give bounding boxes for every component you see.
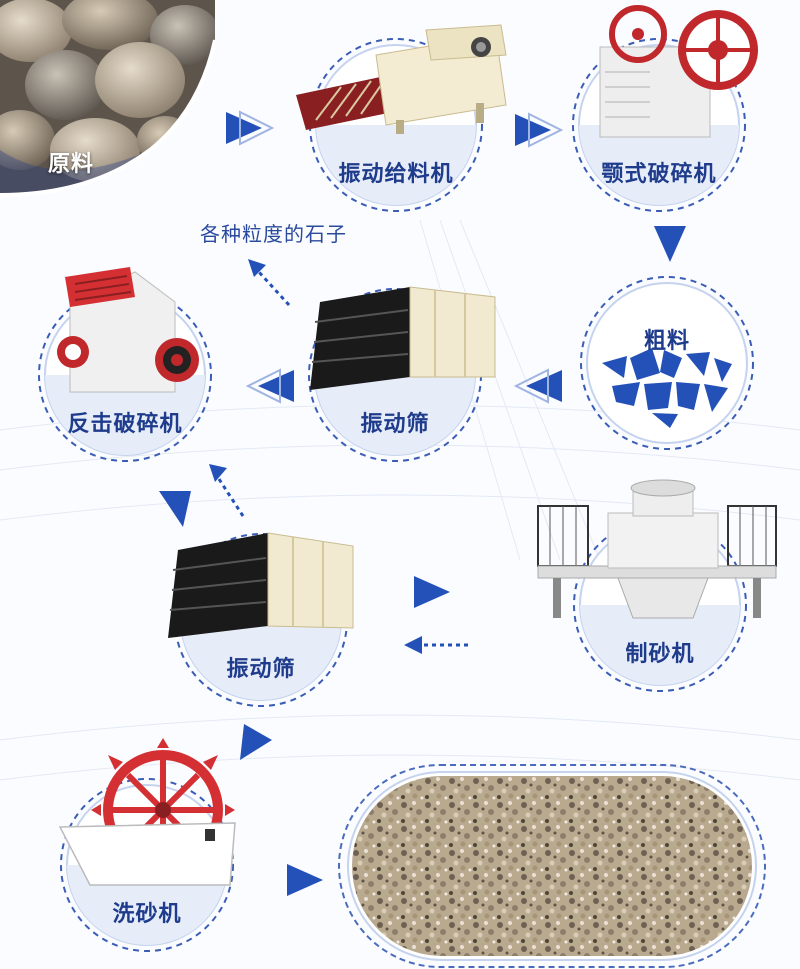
sand-product-outline — [338, 764, 766, 968]
dotted-arrow-icon — [404, 636, 468, 654]
stage-label: 颚式破碎机 — [601, 162, 717, 187]
triangle-arrow-icon — [654, 226, 686, 262]
rocks-image — [0, 0, 215, 197]
sand-maker-machine — [537, 479, 777, 619]
sand-texture — [352, 776, 752, 956]
raw-material-panel: 原料 — [0, 0, 215, 200]
triangle-arrow-icon — [287, 864, 323, 896]
stage-label: 反击破碎机 — [67, 412, 183, 437]
triangle-arrow-icon — [414, 576, 450, 608]
dotted-arrow-icon — [248, 259, 291, 307]
stage-label: 粗料 — [643, 329, 690, 354]
stone-sizes-note: 各种粒度的石子 — [200, 222, 347, 246]
triangle-arrow-icon — [240, 724, 272, 760]
sand-product-image — [352, 776, 752, 956]
triangle-arrow-icon — [159, 491, 191, 527]
impact-crusher-machine — [57, 267, 199, 393]
stage-label: 振动给料机 — [338, 162, 454, 187]
vibrating-screen-machine — [310, 286, 496, 390]
sand-washer-machine — [58, 738, 236, 886]
stage-label: 洗砂机 — [112, 902, 182, 927]
raw-material-label: 原料 — [48, 152, 95, 177]
vibrating-feeder-machine — [296, 24, 507, 134]
dotted-arrow-icon — [209, 464, 245, 517]
coarse-fragments-icon — [602, 348, 732, 428]
triangle-arrow-icon — [513, 368, 562, 404]
triangle-arrow-icon — [245, 368, 294, 404]
stage-coarse-material: 粗料 — [580, 276, 754, 450]
stage-ring — [580, 276, 754, 450]
vibrating-screen-machine — [168, 532, 354, 638]
stage-label: 振动筛 — [360, 412, 430, 437]
triangle-arrow-icon — [226, 110, 275, 146]
stage-label: 振动筛 — [226, 657, 296, 682]
stage-label: 制砂机 — [625, 642, 695, 667]
jaw-crusher-machine — [599, 5, 758, 138]
triangle-arrow-icon — [515, 112, 564, 148]
